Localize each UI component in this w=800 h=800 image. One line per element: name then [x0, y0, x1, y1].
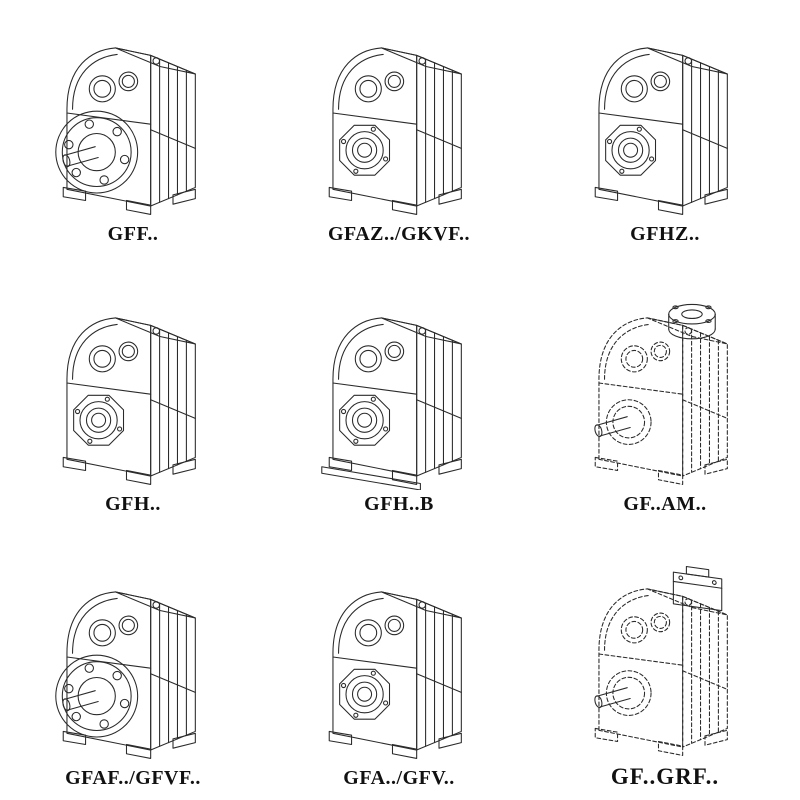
gearbox-hollow-base-icon [308, 290, 490, 490]
model-label: GFAZ../GKVF.. [327, 223, 471, 245]
catalog-cell: GFAZ../GKVF.. [306, 16, 492, 254]
model-label: GF..AM.. [623, 493, 707, 515]
model-label: GFAF../GFVF.. [65, 767, 201, 789]
catalog-cell: GF..AM.. [572, 286, 758, 524]
model-label: GFH.. [105, 493, 161, 515]
model-label: GF..GRF.. [610, 764, 720, 789]
catalog-cell: GF..GRF.. [572, 556, 758, 798]
model-label: GFHZ.. [630, 223, 700, 245]
catalog-cell: GFAF../GFVF.. [40, 556, 226, 798]
gearbox-hollow-shaft-icon [574, 20, 756, 220]
gearbox-flange-shaft-icon [42, 564, 224, 764]
model-label: GFA../GFV.. [343, 767, 455, 789]
gearbox-hollow-shaft-icon [308, 20, 490, 220]
gearbox-input-flange-icon [574, 290, 756, 490]
catalog-cell: GFA../GFV.. [306, 556, 492, 798]
catalog-cell: GFF.. [40, 16, 226, 254]
gearbox-servo-adapter-icon [574, 561, 756, 761]
gearbox-flange-shaft-icon [42, 20, 224, 220]
model-label: GFF.. [107, 223, 159, 245]
model-label: GFH..B [364, 493, 434, 515]
catalog-cell: GFH..B [306, 286, 492, 524]
gearbox-hollow-shaft-icon [308, 564, 490, 764]
gearbox-hollow-shaft-icon [42, 290, 224, 490]
catalog-cell: GFH.. [40, 286, 226, 524]
catalog-cell: GFHZ.. [572, 16, 758, 254]
